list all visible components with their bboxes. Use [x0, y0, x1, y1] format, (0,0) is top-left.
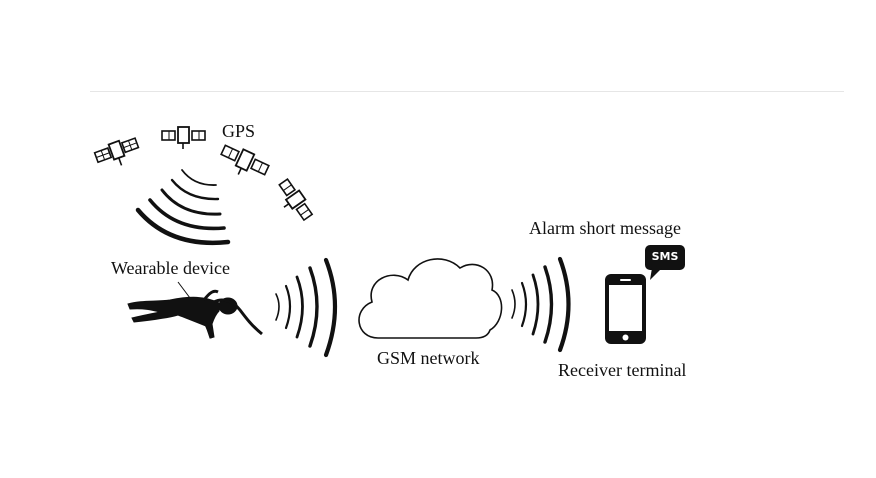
cloud-icon: [358, 258, 503, 339]
satellite-icon: [93, 137, 140, 166]
signal-waves-icon: [275, 257, 338, 358]
smartphone-icon: [605, 274, 646, 344]
alarm-message-label: Alarm short message: [529, 218, 681, 238]
satellite-icon: [278, 177, 314, 222]
person-lying-icon: [127, 289, 263, 339]
divider-line: [90, 91, 844, 92]
wearable-device-label: Wearable device: [111, 258, 230, 278]
signal-waves-icon: [135, 169, 231, 245]
label-leader-line: [177, 281, 191, 299]
gsm-network-label: GSM network: [377, 348, 480, 368]
signal-waves-icon: [511, 256, 571, 353]
satellite-icon: [161, 126, 206, 149]
satellite-icon: [220, 144, 270, 176]
sms-bubble-icon: [645, 245, 685, 280]
gps-label: GPS: [222, 121, 256, 141]
receiver-terminal-label: Receiver terminal: [558, 360, 687, 380]
sms-badge-text: SMS: [651, 250, 679, 263]
